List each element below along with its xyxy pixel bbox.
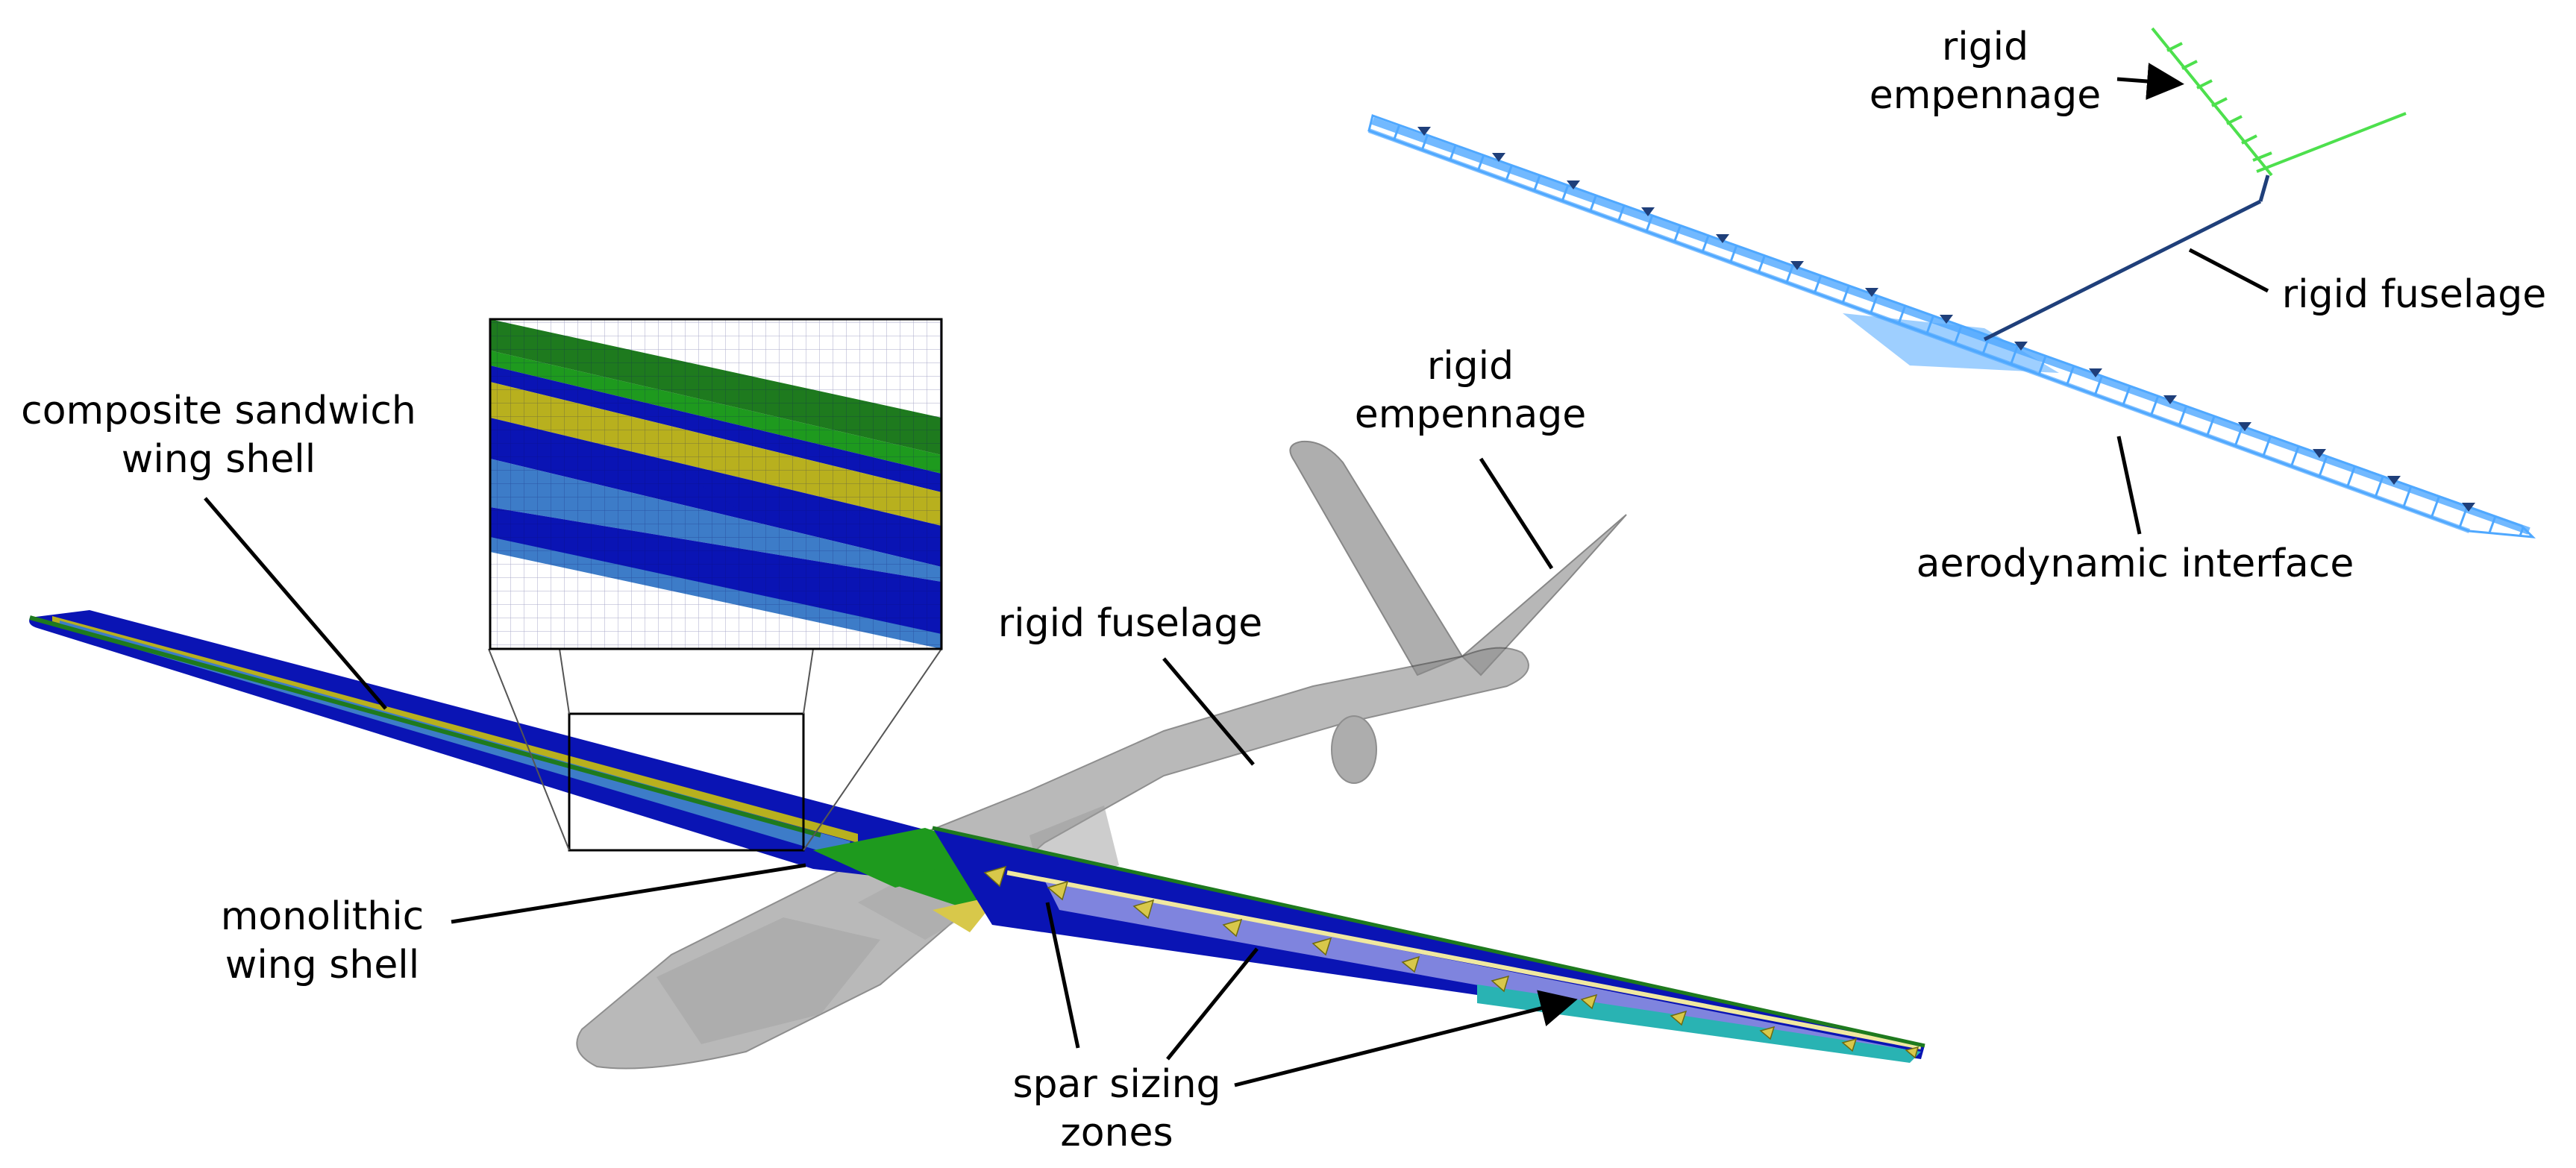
aero-model: rigid empennage rigid fuselage aerodynam… [1367,25,2546,586]
label-spar-sizing-1: spar sizing [1012,1062,1220,1107]
label-rigid-fuselage-left: rigid fuselage [998,601,1262,646]
leader-spar-1 [1045,902,1080,1049]
label-composite-sandwich-1: composite sandwich [21,389,416,433]
right-wing [932,826,1925,1063]
label-rigid-fuselage-right: rigid fuselage [2282,272,2546,317]
aerodynamic-panel-wing [1367,114,2536,539]
rigid-fuselage-beam [1983,175,2270,342]
leader-monolithic [451,863,806,924]
spar-zone-markers [983,865,1920,1059]
label-rigid-empennage-right-2: empennage [1870,73,2101,118]
leader-spar-3 [1234,990,1578,1087]
leader-rigid-empennage-left [1479,457,1554,570]
leader-composite-sandwich [204,497,387,710]
leader-spar-2 [1166,947,1259,1061]
zoom-region-box [568,712,805,852]
zoom-connector-lines [488,648,942,851]
leader-rigid-fuselage-right [2188,248,2269,293]
rigid-empennage-body [1289,440,1627,676]
label-monolithic-2: wing shell [225,943,419,988]
leader-rigid-fuselage-left [1162,657,1255,766]
rigid-empennage-tail [2151,27,2407,177]
leader-aerodynamic-interface [2116,436,2142,535]
mesh-detail-inset [489,318,943,650]
label-spar-sizing-2: zones [1060,1111,1173,1155]
leader-rigid-empennage-right [2116,63,2184,100]
structural-model: composite sandwich wing shell monolithic… [21,318,1925,1155]
label-rigid-empennage-right-1: rigid [1942,25,2028,69]
left-wing [29,610,933,880]
aero-direction-marks [1417,127,2475,512]
label-rigid-empennage-left-2: empennage [1355,392,1586,437]
label-rigid-empennage-left-1: rigid [1427,344,1514,389]
label-monolithic-1: monolithic [221,894,424,939]
label-composite-sandwich-2: wing shell [122,437,316,482]
label-aerodynamic-interface: aerodynamic interface [1917,541,2354,586]
